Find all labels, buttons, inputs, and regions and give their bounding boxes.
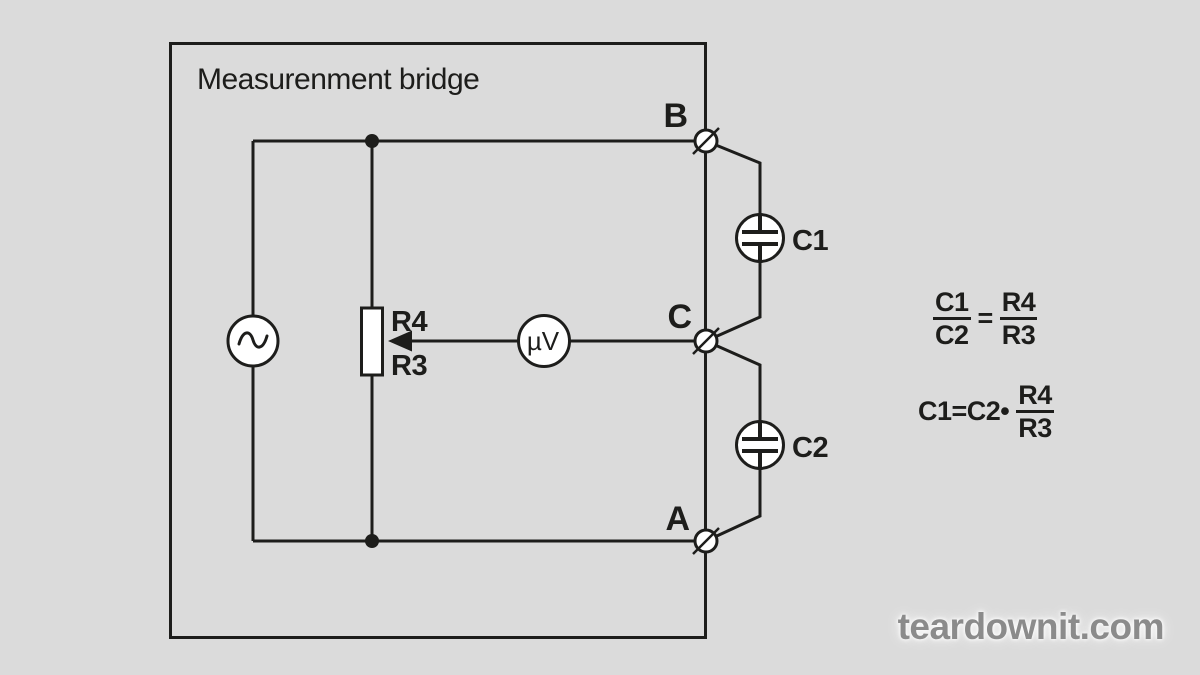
- terminal-a-label: A: [665, 500, 690, 538]
- terminal-b-label: B: [663, 97, 688, 135]
- capacitor-c1-label: C1: [792, 225, 828, 257]
- resistor-r4-label: R4: [391, 306, 427, 338]
- capacitor-c2-label: C2: [792, 432, 828, 464]
- terminal-b-slash: [692, 127, 720, 155]
- fraction-c1-c2: C1 C2: [933, 288, 971, 349]
- terminal-c-label: C: [667, 298, 692, 336]
- fraction-numerator: R4: [1016, 381, 1054, 414]
- capacitor-c1-plates: [742, 215, 778, 261]
- fraction-r4-r3: R4 R3: [999, 288, 1038, 351]
- wiper-arrow-icon: [388, 330, 412, 352]
- junctions: [365, 134, 412, 548]
- meter-label: µV: [527, 326, 560, 356]
- fraction-numerator: R4: [999, 288, 1038, 321]
- capacitor-c2-plates: [742, 422, 778, 468]
- fraction-r4-r3: R4 R3: [1016, 381, 1054, 442]
- capacitor-c1-symbol: [735, 213, 785, 263]
- formula-ratio: C1 C2 = R4 R3: [933, 288, 1038, 351]
- capacitor-c2-symbol: [735, 420, 785, 470]
- site-watermark: teardownit.com: [897, 606, 1165, 647]
- symbols: [226, 213, 785, 470]
- microvoltmeter-symbol: [517, 314, 571, 368]
- terminals: [692, 127, 720, 555]
- labels: Measurenment bridge B C A R4 R3 C1 C2 µV: [197, 63, 829, 538]
- fraction-denominator: R3: [1018, 413, 1052, 444]
- junction-dot-top: [365, 134, 379, 148]
- equals-sign: =: [977, 303, 994, 334]
- terminal-a-slash: [692, 527, 720, 555]
- fraction-denominator: C2: [935, 320, 969, 351]
- resistor-r4-r3-symbol: [360, 306, 384, 377]
- terminal-c-slash: [692, 327, 720, 355]
- formula-lhs: C1=C2•: [918, 396, 1010, 427]
- junction-dot-bottom: [365, 534, 379, 548]
- diagram-title: Measurenment bridge: [197, 63, 479, 96]
- fraction-numerator: C1: [933, 288, 971, 321]
- formula-product: C1=C2• R4 R3: [918, 381, 1054, 442]
- resistor-r3-label: R3: [391, 350, 427, 382]
- fraction-denominator: R3: [1001, 320, 1036, 351]
- ac-source-sine-icon: [237, 331, 269, 349]
